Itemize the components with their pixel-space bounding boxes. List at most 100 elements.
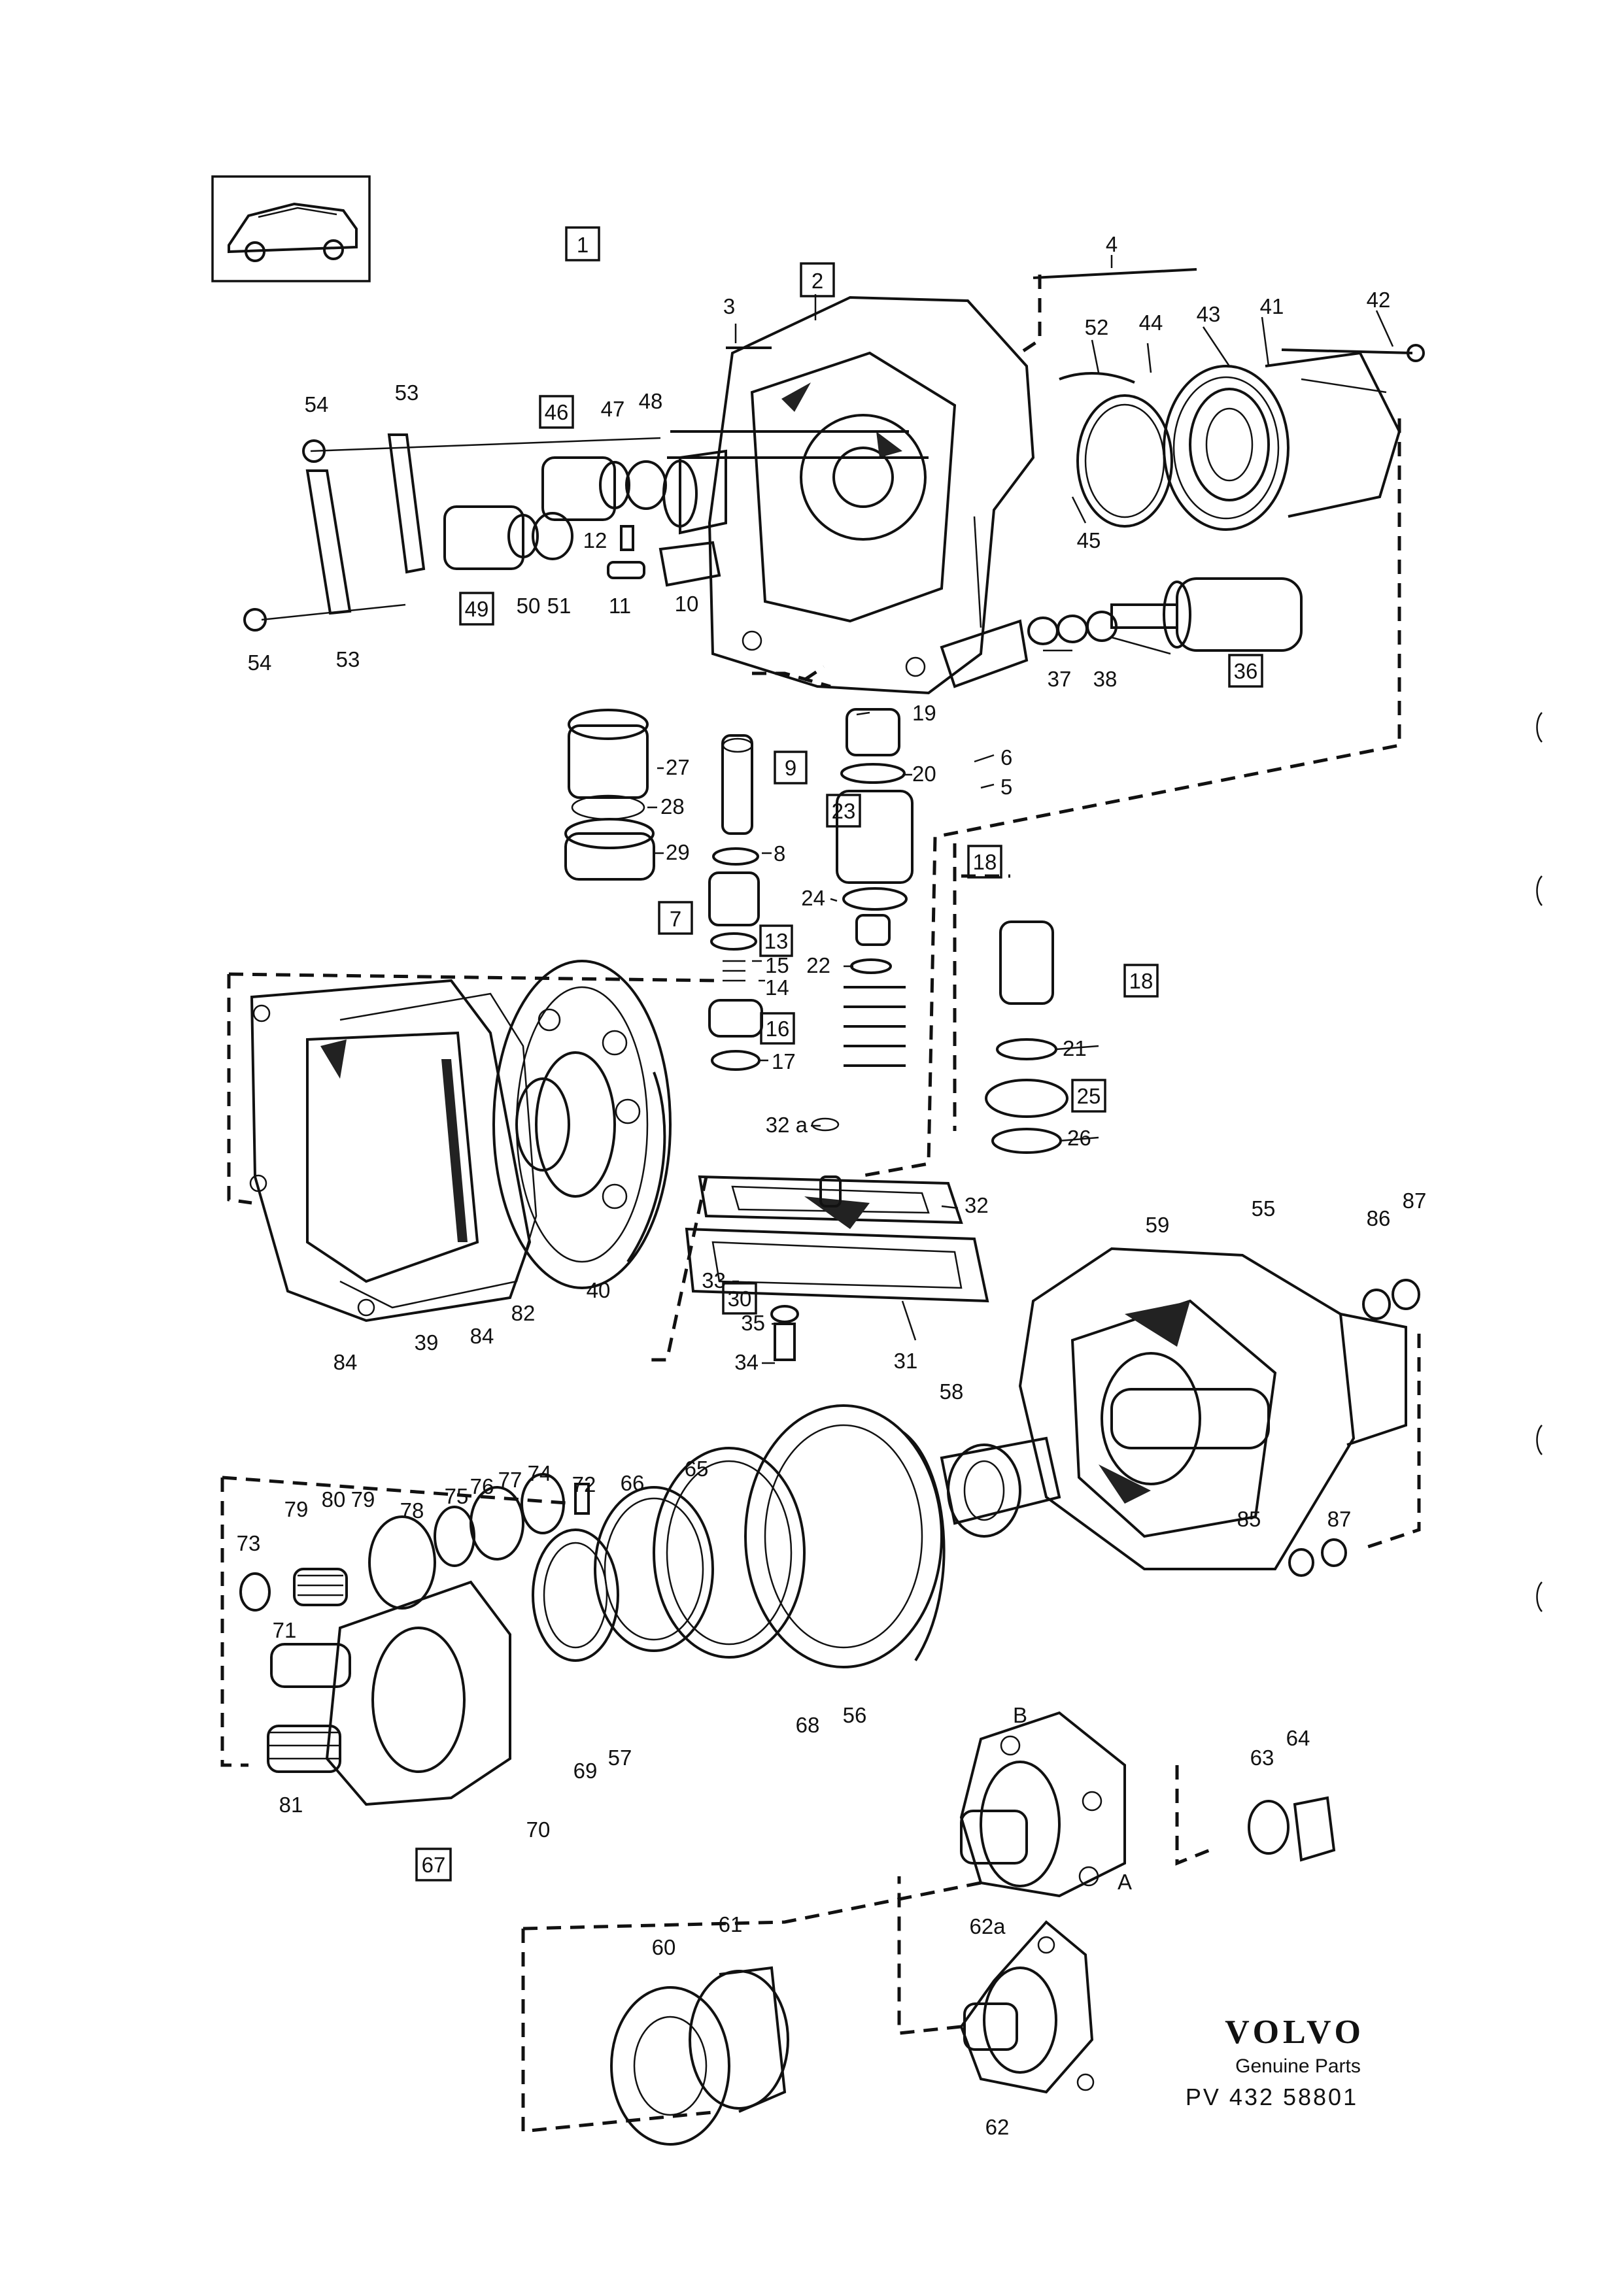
callout-84-left: 84 bbox=[333, 1350, 358, 1374]
callout-31: 31 bbox=[894, 1349, 918, 1373]
callout-11: 11 bbox=[609, 594, 631, 618]
callout-87-top: 87 bbox=[1403, 1189, 1427, 1213]
callout-32: 32 bbox=[965, 1193, 989, 1217]
callout-84-right: 84 bbox=[470, 1324, 494, 1348]
callout-1: 1 bbox=[577, 233, 589, 257]
callout-73: 73 bbox=[237, 1531, 261, 1555]
brand-name: VOLVO bbox=[1225, 2014, 1365, 2051]
callout-55: 55 bbox=[1252, 1196, 1276, 1221]
callout-7: 7 bbox=[670, 907, 681, 931]
callout-40: 40 bbox=[587, 1278, 611, 1302]
callout-12: 12 bbox=[583, 528, 607, 552]
callout-13: 13 bbox=[764, 929, 789, 953]
callout-6: 6 bbox=[1000, 745, 1012, 769]
callout-49: 49 bbox=[465, 597, 489, 621]
callout-46: 46 bbox=[545, 400, 569, 424]
callout-79-left: 79 bbox=[284, 1497, 309, 1521]
callout-34: 34 bbox=[734, 1350, 759, 1374]
callout-53-top: 53 bbox=[395, 380, 419, 405]
callout-67: 67 bbox=[422, 1853, 446, 1877]
callout-76: 76 bbox=[470, 1474, 494, 1498]
leader-lines bbox=[647, 255, 1394, 1364]
callout-70: 70 bbox=[526, 1817, 551, 1842]
bearing-group-top bbox=[1059, 351, 1401, 531]
callout-79-right: 79 bbox=[351, 1487, 375, 1511]
boxed-callouts bbox=[415, 226, 1263, 1882]
callout-20: 20 bbox=[912, 762, 936, 786]
callout-78: 78 bbox=[400, 1498, 424, 1523]
callout-75: 75 bbox=[445, 1484, 469, 1508]
callout-69: 69 bbox=[573, 1759, 598, 1783]
callout-85: 85 bbox=[1237, 1507, 1261, 1531]
callout-43: 43 bbox=[1197, 302, 1221, 326]
studs bbox=[667, 268, 1425, 459]
callout-labels: 1 2 3 4 5 6 7 8 9 10 11 12 13 14 15 16 1… bbox=[237, 232, 1427, 2139]
callout-14: 14 bbox=[765, 975, 789, 1000]
callout-35: 35 bbox=[741, 1311, 765, 1335]
callout-41: 41 bbox=[1260, 294, 1284, 318]
margin-marks bbox=[1536, 712, 1543, 1612]
callout-58: 58 bbox=[940, 1379, 964, 1404]
callout-36: 36 bbox=[1234, 659, 1258, 683]
callout-48: 48 bbox=[639, 389, 663, 413]
callout-25: 25 bbox=[1077, 1084, 1101, 1108]
callout-54-bottom: 54 bbox=[248, 650, 272, 675]
callout-61: 61 bbox=[719, 1912, 743, 1936]
callout-66: 66 bbox=[621, 1471, 645, 1495]
callout-57: 57 bbox=[608, 1746, 632, 1770]
callout-50: 50 bbox=[517, 594, 541, 618]
callout-19: 19 bbox=[912, 701, 936, 725]
part-code: PV 432 58801 bbox=[1186, 2084, 1358, 2110]
callout-39: 39 bbox=[415, 1330, 439, 1355]
callout-82: 82 bbox=[511, 1301, 536, 1325]
callout-42: 42 bbox=[1367, 288, 1391, 312]
callout-47: 47 bbox=[601, 397, 625, 421]
main-housing bbox=[708, 295, 1035, 695]
callout-51: 51 bbox=[547, 594, 572, 618]
callout-44: 44 bbox=[1139, 311, 1163, 335]
callout-37: 37 bbox=[1048, 667, 1072, 691]
callout-33: 33 bbox=[702, 1268, 726, 1292]
callout-62: 62 bbox=[985, 2115, 1010, 2139]
clutch-housing bbox=[249, 979, 538, 1323]
clutch-drum bbox=[492, 960, 672, 1289]
callout-38: 38 bbox=[1093, 667, 1118, 691]
callout-4: 4 bbox=[1106, 232, 1118, 256]
callout-2: 2 bbox=[811, 269, 823, 293]
brand-block: VOLVO Genuine Parts PV 432 58801 bbox=[1186, 2014, 1365, 2110]
valve-cover bbox=[685, 1117, 989, 1361]
callout-65: 65 bbox=[685, 1457, 709, 1481]
callout-72: 72 bbox=[572, 1472, 596, 1496]
callout-59: 59 bbox=[1146, 1213, 1170, 1237]
callout-3: 3 bbox=[723, 294, 735, 318]
callout-30: 30 bbox=[728, 1287, 752, 1311]
callout-16: 16 bbox=[766, 1017, 790, 1041]
brand-tagline: Genuine Parts bbox=[1235, 2055, 1361, 2077]
valve-stack-center bbox=[708, 708, 1068, 1154]
callout-29: 29 bbox=[666, 840, 690, 864]
callout-81: 81 bbox=[279, 1793, 303, 1817]
callout-64: 64 bbox=[1286, 1726, 1310, 1750]
callout-24: 24 bbox=[801, 886, 825, 910]
hub-mark-a: A bbox=[1118, 1870, 1132, 1894]
callout-32a: 32 a bbox=[766, 1113, 808, 1137]
vehicle-thumbnail bbox=[211, 175, 371, 282]
callout-22: 22 bbox=[806, 953, 830, 977]
callout-9: 9 bbox=[785, 756, 796, 780]
valve-stack-left bbox=[564, 709, 655, 881]
callout-62a: 62a bbox=[969, 1914, 1006, 1938]
callout-60: 60 bbox=[652, 1935, 676, 1959]
solenoid-assembly bbox=[1027, 577, 1303, 652]
callout-45: 45 bbox=[1077, 528, 1101, 552]
callout-27: 27 bbox=[666, 755, 690, 779]
callout-18-upper: 18 bbox=[973, 850, 997, 874]
callout-28: 28 bbox=[660, 794, 685, 819]
callout-17: 17 bbox=[772, 1049, 796, 1073]
callout-80: 80 bbox=[322, 1487, 346, 1511]
callout-68: 68 bbox=[796, 1713, 820, 1737]
callout-54-top: 54 bbox=[305, 392, 329, 416]
callout-52: 52 bbox=[1085, 315, 1109, 339]
callout-71: 71 bbox=[273, 1618, 297, 1642]
callout-8: 8 bbox=[774, 841, 785, 866]
